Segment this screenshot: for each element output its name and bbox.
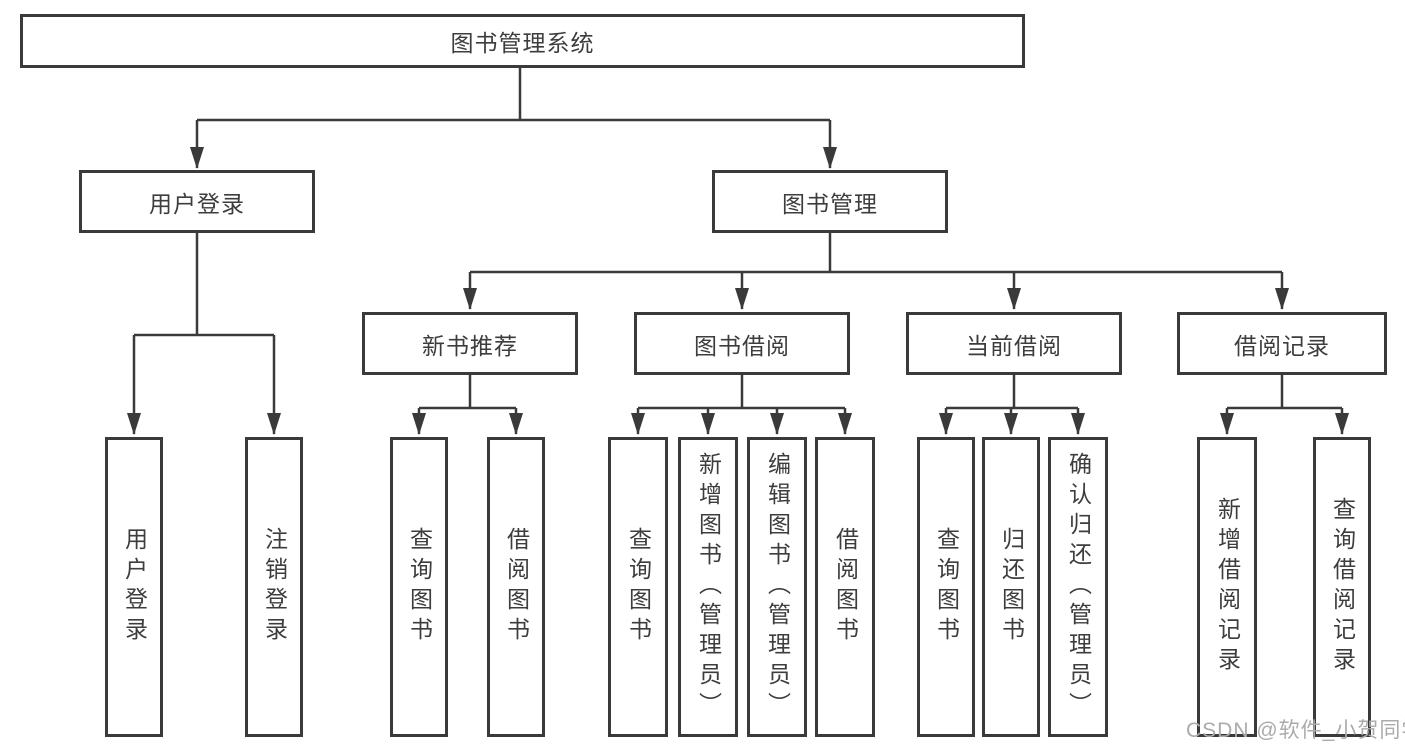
- leaf-query-books-current: 查询图书: [917, 437, 975, 737]
- node-book-management-label: 图书管理: [782, 190, 878, 217]
- leaf-return-book-label: 归还图书: [998, 527, 1025, 647]
- leaf-user-login-label: 用户登录: [121, 527, 148, 647]
- leaf-query-books-recommend-label: 查询图书: [406, 527, 433, 647]
- leaf-query-books-borrow-label: 查询图书: [625, 527, 652, 647]
- node-root: 图书管理系统: [20, 14, 1025, 68]
- node-current-borrow: 当前借阅: [906, 312, 1122, 375]
- leaf-query-borrow-record: 查询借阅记录: [1313, 437, 1371, 737]
- node-book-borrow: 图书借阅: [634, 312, 850, 375]
- leaf-borrow-books: 借阅图书: [815, 437, 875, 737]
- leaf-logout-label: 注销登录: [261, 527, 288, 647]
- leaf-confirm-return-admin-label: 确认归还（管理员）: [1065, 452, 1092, 722]
- leaf-add-borrow-record-label: 新增借阅记录: [1214, 497, 1241, 677]
- leaf-edit-book-admin-label: 编辑图书（管理员）: [764, 452, 791, 722]
- leaf-logout: 注销登录: [245, 437, 303, 737]
- watermark-text: CSDN @软件_小贺同学: [1186, 719, 1405, 742]
- node-root-label: 图书管理系统: [450, 30, 595, 56]
- leaf-add-book-admin: 新增图书（管理员）: [678, 437, 738, 737]
- leaf-edit-book-admin: 编辑图书（管理员）: [747, 437, 807, 737]
- node-book-management: 图书管理: [712, 170, 948, 233]
- node-user-login-label: 用户登录: [149, 190, 245, 217]
- leaf-query-books-current-label: 查询图书: [933, 527, 960, 647]
- leaf-return-book: 归还图书: [982, 437, 1040, 737]
- node-user-login: 用户登录: [79, 170, 315, 233]
- node-new-book-recommend: 新书推荐: [362, 312, 578, 375]
- leaf-query-borrow-record-label: 查询借阅记录: [1329, 497, 1356, 677]
- node-book-borrow-label: 图书借阅: [694, 332, 790, 359]
- leaf-query-books-recommend: 查询图书: [390, 437, 448, 737]
- node-borrow-records-label: 借阅记录: [1234, 332, 1330, 359]
- leaf-add-book-admin-label: 新增图书（管理员）: [695, 452, 722, 722]
- leaf-borrow-books-recommend: 借阅图书: [487, 437, 545, 737]
- leaf-query-books-borrow: 查询图书: [608, 437, 668, 737]
- node-current-borrow-label: 当前借阅: [966, 332, 1062, 359]
- leaf-confirm-return-admin: 确认归还（管理员）: [1048, 437, 1108, 737]
- node-borrow-records: 借阅记录: [1177, 312, 1387, 375]
- leaf-borrow-books-label: 借阅图书: [832, 527, 859, 647]
- leaf-borrow-books-recommend-label: 借阅图书: [503, 527, 530, 647]
- leaf-add-borrow-record: 新增借阅记录: [1197, 437, 1257, 737]
- leaf-user-login: 用户登录: [105, 437, 163, 737]
- node-new-book-recommend-label: 新书推荐: [422, 332, 518, 359]
